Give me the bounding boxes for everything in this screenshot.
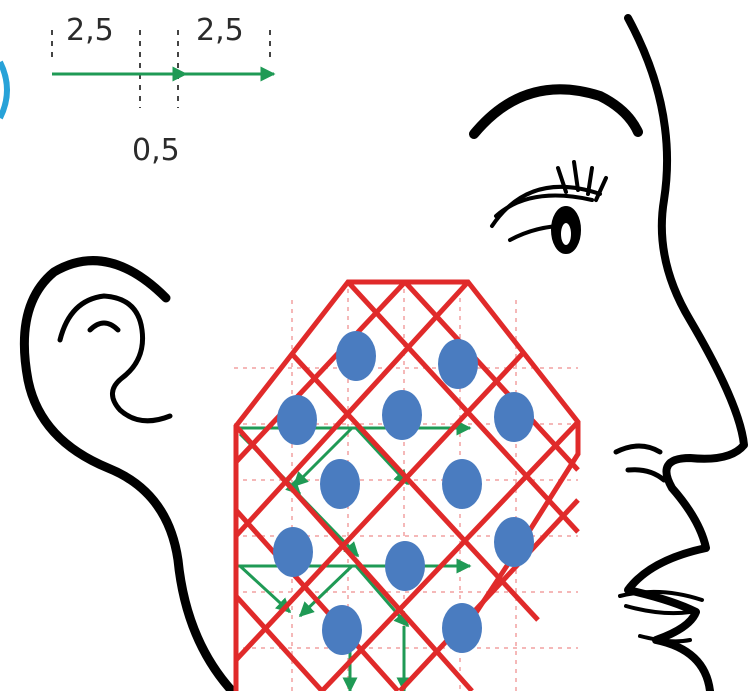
- injection-point: [442, 603, 482, 653]
- injection-point: [336, 331, 376, 381]
- injection-point: [494, 392, 534, 442]
- scale-ruler: 2,5 2,5 0,5: [52, 13, 274, 168]
- injection-point: [494, 517, 534, 567]
- scale-right-label: 2,5: [196, 13, 244, 48]
- injection-point: [382, 390, 422, 440]
- eyebrow-icon: [474, 89, 638, 134]
- injection-point: [442, 459, 482, 509]
- face-profile-outline-icon: [628, 18, 744, 691]
- injection-grid: [234, 280, 578, 691]
- red-diamond-lattice: [236, 282, 578, 691]
- scale-left-label: 2,5: [66, 13, 114, 48]
- injection-point: [277, 395, 317, 445]
- injection-point: [438, 339, 478, 389]
- eye-icon: [492, 162, 606, 252]
- injection-point: [322, 605, 362, 655]
- injection-point: [385, 541, 425, 591]
- accent-bracket-icon: [0, 62, 7, 118]
- injection-point: [320, 459, 360, 509]
- injection-point: [273, 527, 313, 577]
- ear-icon: [24, 261, 232, 691]
- scale-gap-label: 0,5: [132, 133, 180, 168]
- nose-icon: [616, 446, 664, 480]
